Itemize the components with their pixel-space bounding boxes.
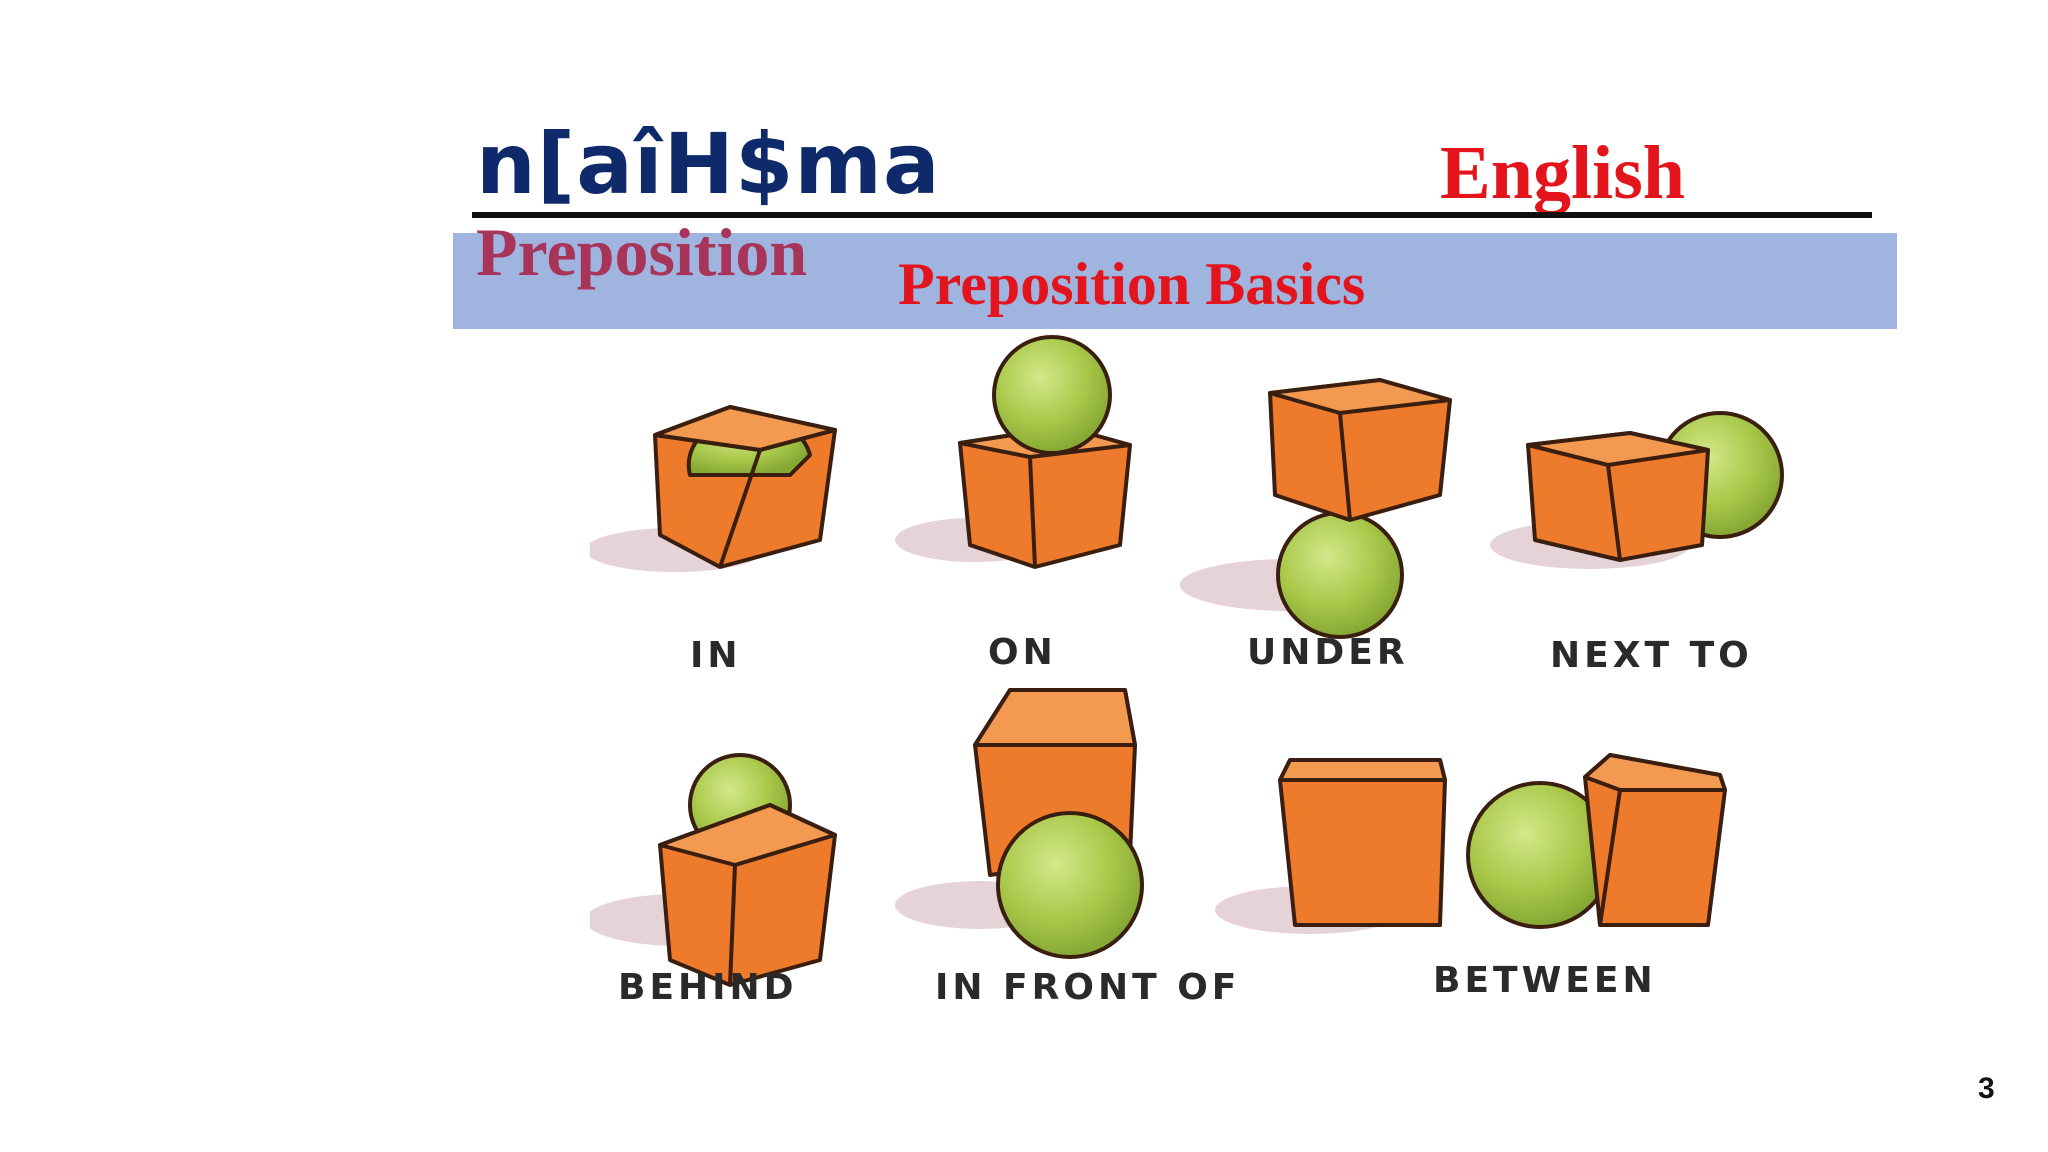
caption-behind: BEHIND bbox=[618, 967, 798, 1008]
title-divider bbox=[472, 212, 1872, 218]
caption-next-to: NEXT TO bbox=[1550, 635, 1753, 676]
subtitle-preposition-basics: Preposition Basics bbox=[898, 251, 1366, 317]
scene-next-to bbox=[1490, 411, 1784, 569]
scene-in-front-of bbox=[895, 688, 1144, 959]
caption-in: IN bbox=[690, 635, 742, 676]
scene-behind bbox=[590, 753, 837, 987]
page-number: 3 bbox=[1978, 1072, 1995, 1105]
caption-under: UNDER bbox=[1247, 632, 1409, 673]
caption-on: ON bbox=[988, 632, 1057, 673]
scene-between bbox=[1215, 753, 1727, 934]
illustration-drawing bbox=[590, 335, 1784, 987]
slide-title-native: n[aîH$ma bbox=[476, 115, 941, 213]
caption-between: BETWEEN bbox=[1433, 960, 1657, 1001]
scene-on bbox=[895, 335, 1132, 569]
caption-in-front-of: IN FRONT OF bbox=[935, 967, 1241, 1008]
scene-in bbox=[590, 405, 837, 572]
subtitle-band bbox=[453, 233, 1897, 329]
subtitle-preposition: Preposition bbox=[476, 214, 808, 290]
scene-under bbox=[1180, 378, 1452, 639]
prepositions-illustration: IN ON UNDER NEXT TO BEHIND IN FRONT OF B… bbox=[590, 335, 1800, 1055]
slide-title-english: English bbox=[1440, 131, 1686, 215]
